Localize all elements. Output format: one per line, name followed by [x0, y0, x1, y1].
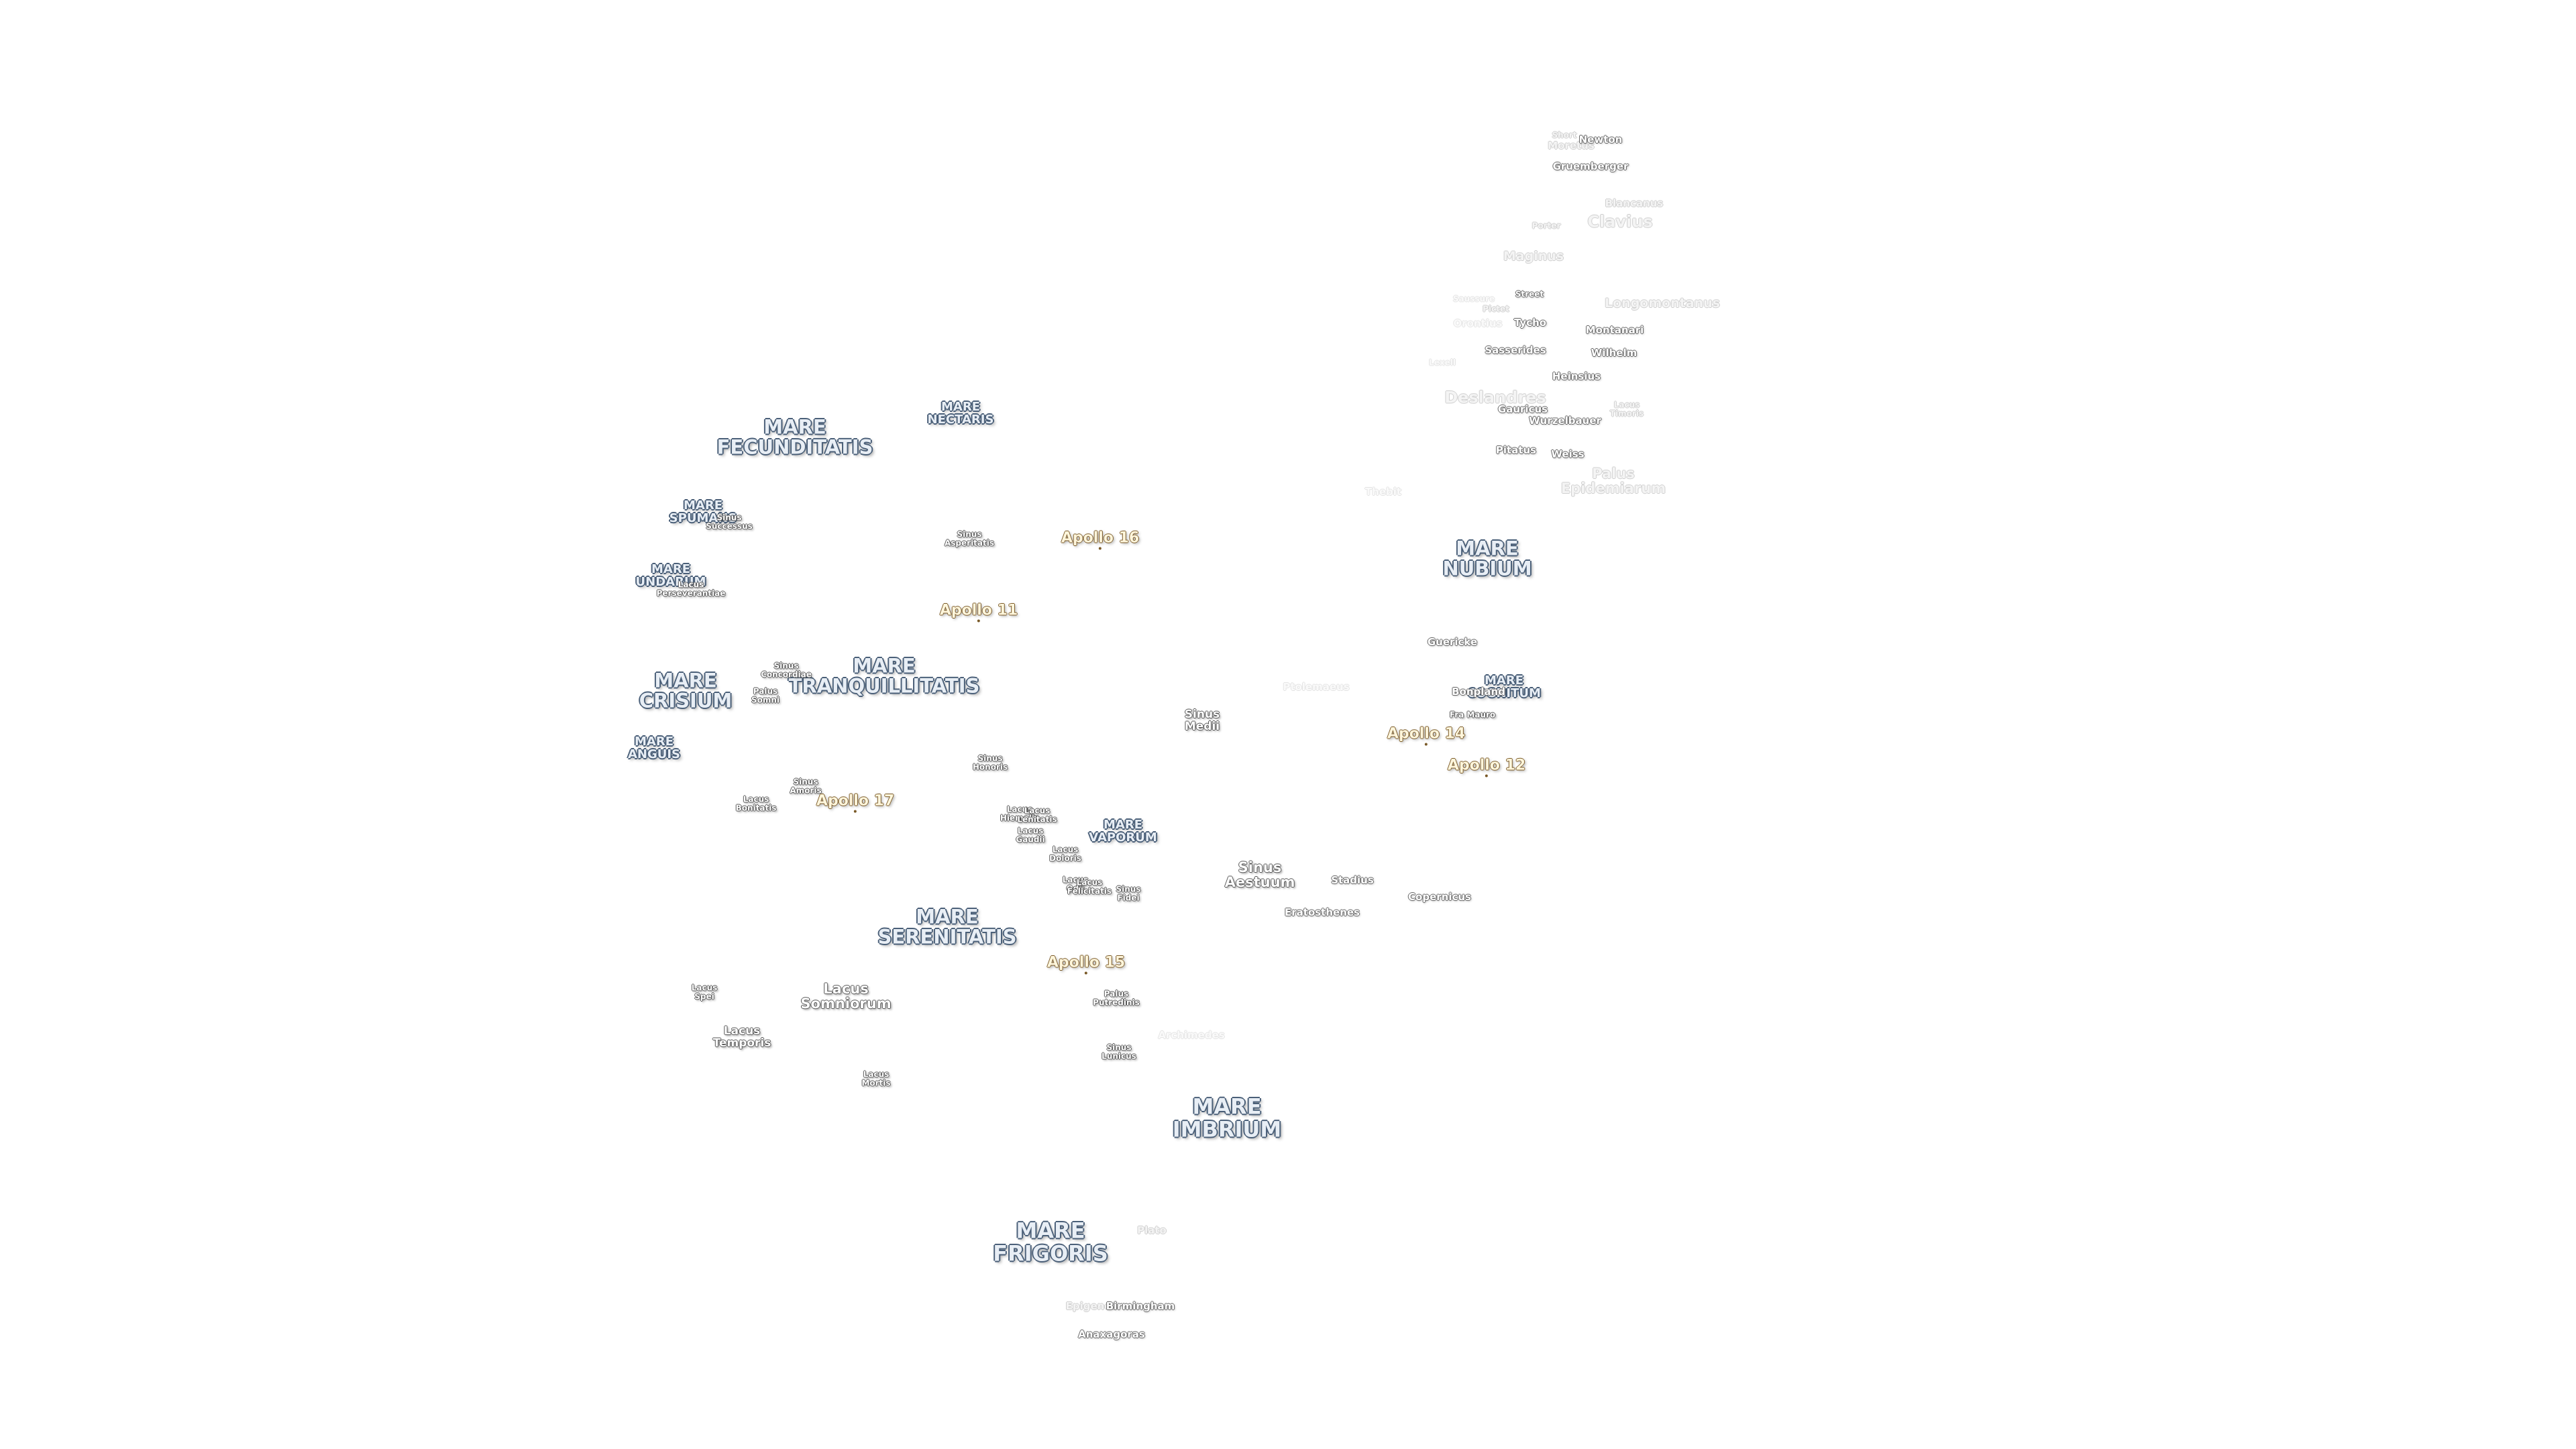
- crater-short-label: Short: [1552, 130, 1577, 140]
- crater-stadius-label: Stadius: [1331, 874, 1374, 887]
- crater-weiss-label: Weiss: [1551, 448, 1585, 461]
- crater-ptolemaeus-label: Ptolemaeus: [1283, 681, 1350, 694]
- crater-eratosthenes-label: Eratosthenes: [1285, 906, 1360, 919]
- crater-lexell-label: Lexell: [1429, 358, 1456, 368]
- apollo-11-marker[interactable]: Apollo 11: [939, 602, 1018, 623]
- crater-wilhelm-label: Wilhelm: [1591, 347, 1638, 360]
- crater-pitatus-label: Pitatus: [1495, 444, 1537, 457]
- apollo-12-marker[interactable]: Apollo 12: [1447, 757, 1526, 777]
- crater-clavius-label: Clavius: [1587, 212, 1653, 231]
- crater-montanari-label: Montanari: [1585, 324, 1644, 337]
- crater-bonpland-label: Bonpland: [1452, 686, 1505, 698]
- crater-orontius-label: Orontius: [1453, 317, 1503, 330]
- crater-street-label: Street: [1515, 289, 1544, 299]
- apollo-14-marker[interactable]: Apollo 14: [1387, 725, 1466, 746]
- crater-guericke-label: Guericke: [1427, 636, 1478, 649]
- crater-newton-label: Newton: [1578, 133, 1623, 146]
- fra-mauro-label: Fra Mauro: [1449, 710, 1496, 720]
- crater-maginus-label: Maginus: [1503, 249, 1564, 264]
- crater-tycho-label: Tycho: [1513, 317, 1547, 329]
- crater-thebit-label: Thebit: [1364, 486, 1402, 498]
- crater-wurzelbauer-label: Wurzelbauer: [1529, 415, 1601, 427]
- apollo-17-marker[interactable]: Apollo 17: [816, 792, 895, 813]
- crater-saussure-label: Saussure: [1452, 294, 1495, 304]
- crater-birmingham-label: Birmingham: [1106, 1300, 1175, 1313]
- crater-pictet-label: Pictet: [1483, 304, 1509, 314]
- crater-gauricus-label: Gauricus: [1497, 403, 1548, 416]
- crater-deslandres-label: Deslandres: [1444, 388, 1546, 407]
- crater-heinsius-label: Heinsius: [1552, 370, 1601, 383]
- apollo-15-marker[interactable]: Apollo 15: [1046, 954, 1126, 975]
- crater-blancanus-label: Blancanus: [1605, 197, 1664, 210]
- crater-sasserides-label: Sasserides: [1485, 344, 1546, 357]
- crater-epigenes-label: Epigenes: [1065, 1300, 1118, 1313]
- crater-moretus-label: Moretus: [1548, 140, 1595, 152]
- apollo-16-marker[interactable]: Apollo 16: [1061, 529, 1140, 550]
- crater-copernicus-label: Copernicus: [1408, 891, 1471, 904]
- crater-gruemberger-label: Gruemberger: [1552, 160, 1629, 173]
- crater-longomontanus-label: Longomontanus: [1605, 296, 1720, 311]
- crater-anaxagoras-label: Anaxagoras: [1078, 1328, 1145, 1341]
- crater-porter-label: Porter: [1532, 221, 1561, 231]
- crater-plato-label: Plato: [1137, 1224, 1167, 1237]
- crater-archimedes-label: Archimedes: [1158, 1029, 1225, 1042]
